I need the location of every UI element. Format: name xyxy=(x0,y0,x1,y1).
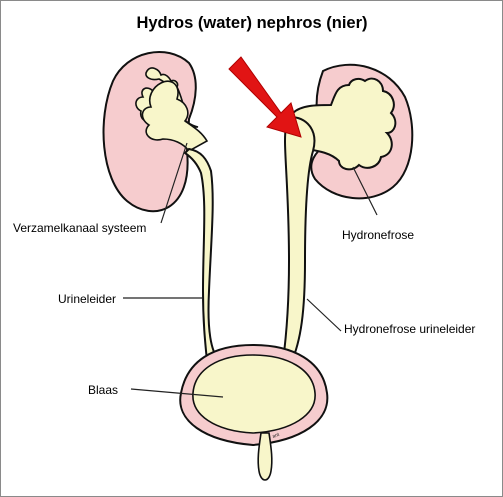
left-kidney xyxy=(102,51,209,213)
leader-line-hydronephrosis xyxy=(352,166,378,216)
diagram-title: Hydros (water) nephros (nier) xyxy=(136,14,367,32)
leader-line-hydro-ureter xyxy=(306,298,342,332)
label-bladder: Blaas xyxy=(88,383,118,397)
label-hydro-ureter: Hydronefrose urineleider xyxy=(344,322,475,336)
leader-line-collecting-system xyxy=(160,142,188,224)
urethra xyxy=(257,432,273,481)
bladder-lumen xyxy=(192,354,316,434)
label-collecting-system: Verzamelkanaal systeem xyxy=(13,221,146,235)
bladder xyxy=(179,343,329,481)
leader-line-bladder xyxy=(130,388,224,398)
right-kidney xyxy=(292,63,414,200)
label-ureter: Urineleider xyxy=(58,292,116,306)
red-arrow-icon xyxy=(228,56,302,138)
left-collecting-core xyxy=(141,80,209,153)
right-dilated-pelvis xyxy=(292,77,397,171)
label-hydronephrosis: Hydronefrose xyxy=(342,228,414,242)
left-ureter xyxy=(183,147,222,362)
artist-signature: ant xyxy=(272,432,281,440)
right-dilated-ureter xyxy=(281,115,316,365)
